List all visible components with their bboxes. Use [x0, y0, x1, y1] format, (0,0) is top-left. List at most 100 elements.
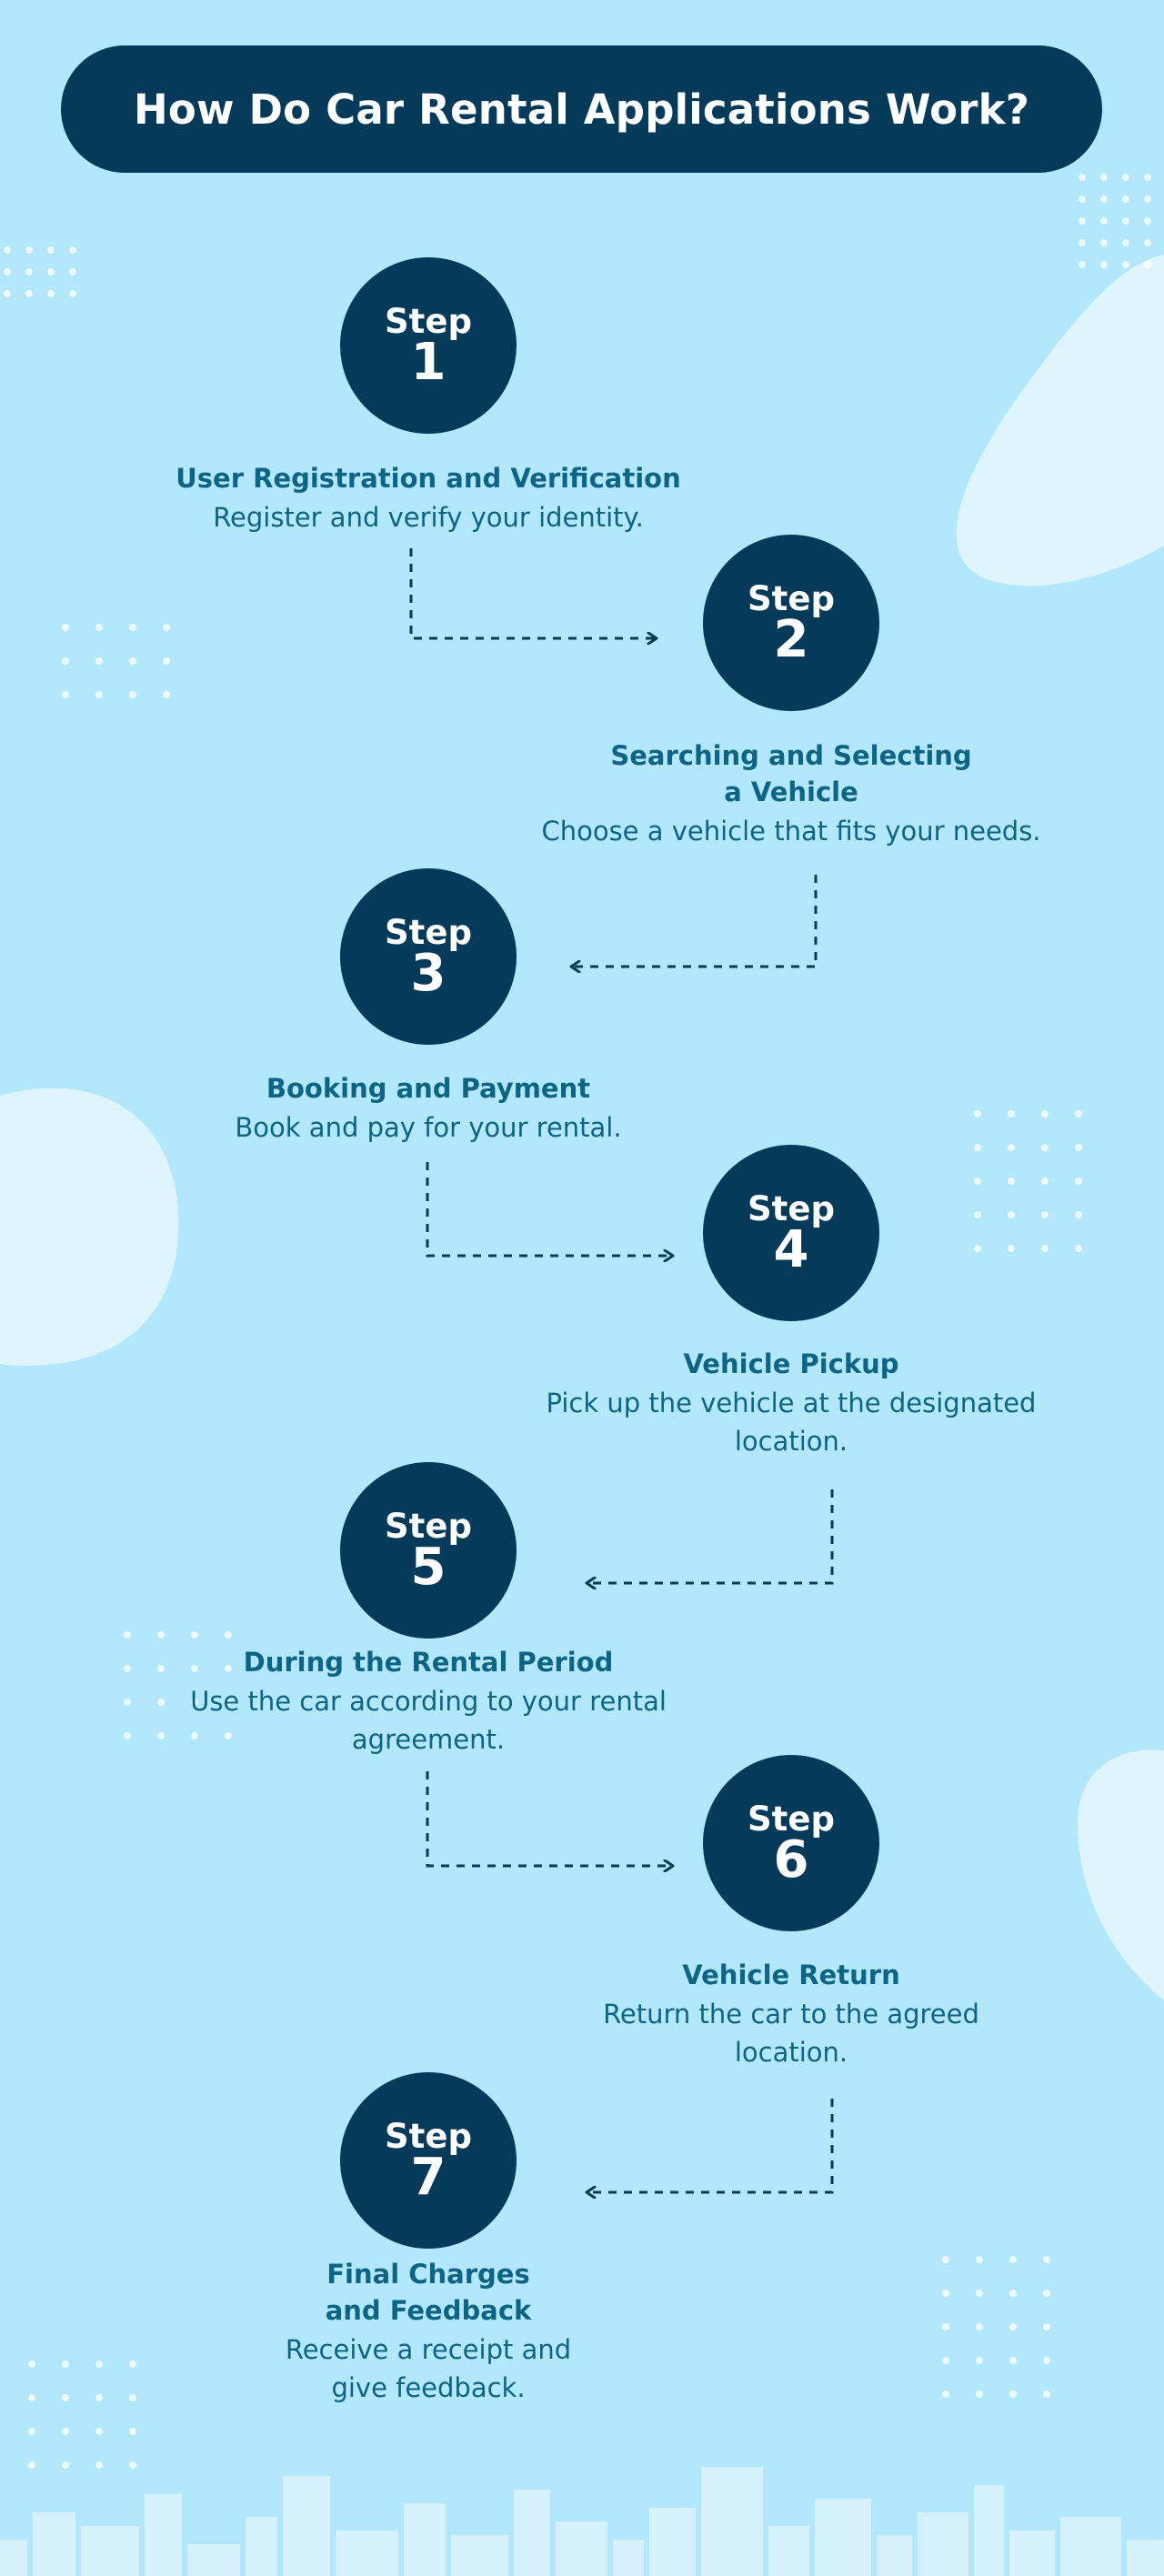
decor-dot [942, 2323, 949, 2330]
decor-dot [1043, 2391, 1050, 2398]
decor-dot [974, 1110, 981, 1118]
decor-dot [28, 2461, 35, 2469]
decor-dot [1122, 239, 1129, 246]
arrow-step3-to-step4 [426, 1162, 673, 1256]
decor-dot [157, 1665, 165, 1672]
page-title: How Do Car Rental Applications Work? [133, 85, 1030, 134]
decor-dot [1043, 2290, 1050, 2297]
step-title: Vehicle Return [682, 1960, 900, 1990]
decor-dot [1100, 239, 1108, 246]
step-7-badge: Step 7 [340, 2072, 517, 2249]
decor-dot [28, 2360, 35, 2368]
decor-dot [1008, 1178, 1015, 1185]
title-banner: How Do Car Rental Applications Work? [61, 45, 1102, 173]
decor-dot [129, 691, 136, 698]
step-title: User Registration and Verification [176, 463, 681, 494]
decor-dot [1008, 1144, 1015, 1151]
decor-dot [95, 624, 103, 631]
decor-dot [157, 1699, 165, 1706]
step-7-text: Final Charges and Feedback Receive a rec… [174, 2256, 683, 2407]
decor-dot [4, 246, 11, 254]
skyline-building [556, 2521, 607, 2576]
arrow-step4-to-step5 [587, 1489, 834, 1583]
decor-dot [1122, 261, 1129, 268]
decor-dot [1144, 217, 1151, 225]
step-number: 6 [773, 1830, 809, 1889]
step-label: Step [385, 913, 472, 952]
step-6-text: Vehicle Return Return the car to the agr… [537, 1957, 1046, 2071]
arrow-step6-to-step7 [587, 2099, 834, 2192]
decor-dot [124, 1631, 131, 1639]
skyline-building [701, 2467, 763, 2576]
decor-dot [1144, 174, 1151, 181]
step-description: Pick up the vehicle at the designated lo… [546, 1388, 1037, 1457]
decor-dot [225, 1631, 232, 1639]
decor-dot [976, 2323, 983, 2330]
decor-dot [976, 2357, 983, 2364]
decor-dot [974, 1144, 981, 1151]
skyline-building [649, 2508, 696, 2576]
decor-dot [1100, 195, 1108, 203]
skyline-building [974, 2485, 1004, 2576]
step-label: Step [748, 1799, 835, 1839]
decor-dot [28, 2428, 35, 2435]
decor-dot [1043, 2357, 1050, 2364]
decor-dot [1009, 2256, 1017, 2263]
decor-dot [974, 1178, 981, 1185]
decor-dot [1043, 2256, 1050, 2263]
decor-dot [69, 290, 76, 297]
decor-dot [62, 2461, 69, 2469]
decor-dot [69, 268, 76, 276]
step-label: Step [385, 1507, 472, 1546]
step-number: 5 [410, 1538, 447, 1597]
decor-dot [62, 2428, 69, 2435]
decor-dot [62, 2360, 69, 2368]
decor-dot [129, 657, 136, 665]
decor-dot [1122, 217, 1129, 225]
step-3-text: Booking and Payment Book and pay for you… [174, 1070, 683, 1147]
decor-dot [1079, 217, 1086, 225]
decor-dot [942, 2391, 949, 2398]
step-title: During the Rental Period [243, 1647, 614, 1678]
decor-dot [1122, 174, 1129, 181]
decor-dot [1079, 174, 1086, 181]
step-5-text: During the Rental Period Use the car acc… [174, 1644, 683, 1759]
decor-dot [47, 290, 55, 297]
decor-dot [1144, 239, 1151, 246]
decor-dot [124, 1732, 131, 1739]
step-title: Vehicle Pickup [683, 1348, 899, 1379]
step-label: Step [748, 1189, 835, 1228]
decor-dot [1009, 2391, 1017, 2398]
decor-dot [1009, 2323, 1017, 2330]
skyline-building [613, 2540, 644, 2576]
decor-dot [157, 1631, 165, 1639]
skyline-building [1127, 2540, 1164, 2576]
step-description: Register and verify your identity. [213, 502, 644, 533]
blob-shape-right-lower [1078, 1749, 1164, 2000]
decor-dot [62, 657, 69, 665]
skyline-building [815, 2499, 871, 2576]
decor-dot [129, 2360, 136, 2368]
skyline-building [336, 2531, 398, 2576]
decor-dot [129, 624, 136, 631]
decor-dot [1041, 1178, 1049, 1185]
decor-dot [163, 657, 170, 665]
step-description: Return the car to the agreed location. [603, 1999, 979, 2068]
decor-dot [95, 2394, 103, 2401]
decor-dot [1041, 1110, 1049, 1118]
step-title: Booking and Payment [266, 1073, 591, 1104]
skyline-building [1060, 2517, 1121, 2576]
decor-dot [1075, 1178, 1082, 1185]
decor-dot [976, 2391, 983, 2398]
decor-dot [25, 246, 33, 254]
decor-dot [28, 2394, 35, 2401]
step-number: 1 [410, 333, 447, 392]
decor-dot [1043, 2323, 1050, 2330]
skyline-building [768, 2526, 809, 2576]
skyline-building [187, 2544, 240, 2576]
skyline-building [81, 2526, 139, 2576]
decor-dot [1100, 174, 1108, 181]
decor-dot [95, 691, 103, 698]
